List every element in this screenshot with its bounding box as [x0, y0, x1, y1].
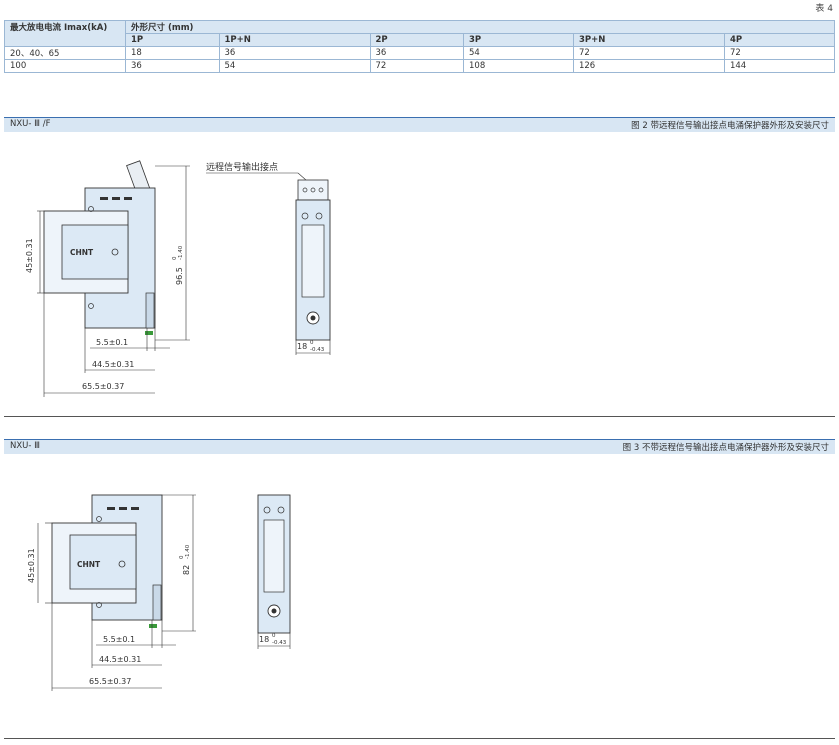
- figure2-bottom-rule: [4, 416, 835, 417]
- dim-depth-c: 65.5±0.37: [89, 677, 131, 686]
- side-view-device: CHNT: [51, 494, 163, 628]
- col-header: 3P+N: [572, 33, 725, 47]
- table-cell: 54: [218, 59, 371, 73]
- dim-width-tol: -0.43: [310, 347, 325, 353]
- row-label: 100: [4, 59, 126, 73]
- row-header: 最大放电电流 Imax(kA): [10, 23, 108, 33]
- front-view-device: [295, 179, 331, 341]
- dim-width-tol-upper: 0: [310, 340, 314, 346]
- figure2-caption: 图 2 带远程信号输出接点电涌保护器外形及安装尺寸: [631, 121, 829, 131]
- row-header-cell: 最大放电电流 Imax(kA): [4, 20, 126, 47]
- table-cell: 72: [723, 46, 836, 60]
- dim-depth-c: 65.5±0.37: [82, 382, 124, 391]
- col-header: 4P: [723, 33, 836, 47]
- dimension-table: 最大放电电流 Imax(kA) 外形尺寸 (mm) 1P 1P+N 2P 3P …: [4, 20, 836, 73]
- dim-total-height-tol: -1.40: [185, 544, 191, 559]
- callout-label: 远程信号输出接点: [206, 161, 278, 173]
- dim-total-height-tol-upper: 0: [172, 256, 178, 260]
- row-label: 20、40、65: [4, 46, 126, 60]
- dim-body-height: 45±0.31: [25, 238, 34, 273]
- dim-total-height: 82: [182, 565, 191, 575]
- dim-depth-a: 5.5±0.1: [103, 635, 135, 644]
- table-cell: 144: [723, 59, 836, 73]
- table-row: 20、40、65 18 36 36 54 72 72: [4, 46, 836, 60]
- figure3-section: NXU- Ⅲ 图 3 不带远程信号输出接点电涌保护器外形及安装尺寸 CHNT 4…: [0, 439, 839, 739]
- col-header: 1P: [125, 33, 220, 47]
- figure3-bottom-rule: [4, 738, 835, 739]
- dim-depth-b: 44.5±0.31: [99, 655, 141, 664]
- dim-width-tol-upper: 0: [272, 633, 276, 639]
- col-header: 3P: [463, 33, 574, 47]
- col-header: 1P+N: [218, 33, 371, 47]
- dim-width-tol: -0.43: [272, 640, 287, 646]
- col-header: 2P: [369, 33, 464, 47]
- figure2-model: NXU- Ⅲ /F: [10, 119, 51, 129]
- figure3-header-bar: NXU- Ⅲ 图 3 不带远程信号输出接点电涌保护器外形及安装尺寸: [4, 439, 835, 454]
- dim-depth-a: 5.5±0.1: [96, 338, 128, 347]
- figure3-drawing: CHNT 45±0.31 82 0 -1.40 5.5±0.1 44.5±0.3…: [27, 494, 291, 691]
- table-cell: 36: [218, 46, 371, 60]
- dim-depth-b: 44.5±0.31: [92, 360, 134, 369]
- figure3-model: NXU- Ⅲ: [10, 441, 41, 451]
- table-cell: 108: [463, 59, 574, 73]
- figure2-drawing: 远程信号输出接点 CHNT 45±0.31 96.5 0 -1: [25, 160, 331, 397]
- table-cell: 36: [369, 46, 464, 60]
- table-cell: 36: [125, 59, 220, 73]
- dim-width: 18: [259, 635, 269, 644]
- side-view-device: CHNT: [43, 160, 156, 335]
- col-group-header: 外形尺寸 (mm): [125, 20, 835, 34]
- dim-width: 18: [297, 342, 307, 351]
- dim-total-height: 96.5: [175, 267, 184, 285]
- table-cell: 72: [369, 59, 464, 73]
- brand-logo: CHNT: [70, 248, 94, 257]
- dim-body-height: 45±0.31: [27, 548, 36, 583]
- figure2-section: NXU- Ⅲ /F 图 2 带远程信号输出接点电涌保护器外形及安装尺寸 远程信号…: [0, 117, 839, 417]
- table-row: 100 36 54 72 108 126 144: [4, 59, 836, 73]
- table-cell: 126: [572, 59, 725, 73]
- dim-total-height-tol-upper: 0: [179, 555, 185, 559]
- brand-logo: CHNT: [77, 560, 101, 569]
- table-label: 表 4: [815, 4, 833, 14]
- table-cell: 54: [463, 46, 574, 60]
- table-cell: 72: [572, 46, 725, 60]
- figure2-header-bar: NXU- Ⅲ /F 图 2 带远程信号输出接点电涌保护器外形及安装尺寸: [4, 117, 835, 132]
- front-view-device: [257, 494, 291, 634]
- table-cell: 18: [125, 46, 220, 60]
- figure3-caption: 图 3 不带远程信号输出接点电涌保护器外形及安装尺寸: [622, 443, 829, 453]
- dim-total-height-tol: -1.40: [178, 245, 184, 260]
